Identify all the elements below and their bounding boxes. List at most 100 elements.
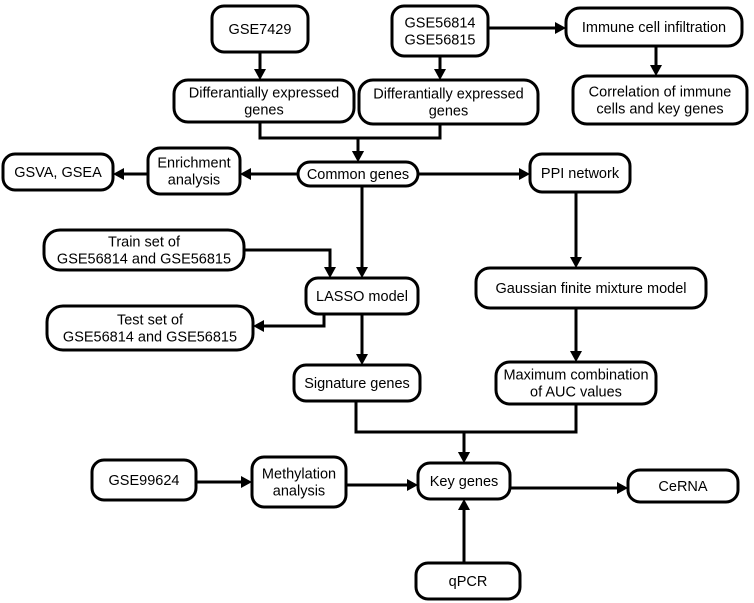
node-label: LASSO model <box>316 289 408 305</box>
node-label: of AUC values <box>530 385 622 401</box>
arrowhead <box>241 476 252 488</box>
edge-line <box>356 124 442 151</box>
node-label: Enrichment <box>157 156 230 172</box>
node-box <box>304 276 420 316</box>
edge-gse56814-56815-to-deg-right <box>434 56 446 80</box>
node-box <box>250 455 348 509</box>
edge-line <box>244 248 332 267</box>
node-key-genes: Key genes <box>416 461 512 501</box>
arrowhead <box>352 151 364 162</box>
node-box <box>90 458 198 502</box>
edge-train-set-to-lasso <box>244 248 336 278</box>
edge-qpcr-to-key-genes <box>458 499 470 563</box>
node-qpcr: qPCR <box>414 561 522 601</box>
node-label: GSE56814 and GSE56815 <box>57 252 231 268</box>
node-label: PPI network <box>541 166 620 182</box>
node-label: Gaussian finite mixture model <box>496 281 687 297</box>
arrowhead <box>356 267 368 278</box>
node-label: GSE7429 <box>229 22 292 38</box>
node-label: GSE56814 <box>405 16 476 32</box>
edge-lasso-to-signature <box>356 314 368 365</box>
node-gaussian: Gaussian finite mixture model <box>474 266 708 310</box>
node-label: Immune cell infiltration <box>582 20 726 36</box>
node-box <box>416 461 512 501</box>
node-label: Train set of <box>108 235 181 251</box>
node-box <box>172 78 356 124</box>
node-label: Test set of <box>117 313 184 329</box>
node-label: genes <box>429 104 469 120</box>
node-box <box>45 304 255 352</box>
node-label: GSVA, GSEA <box>14 165 102 181</box>
edge-enrichment-to-gsva-gsea <box>113 168 148 180</box>
edge-gse56814-56815-to-immune-infiltration <box>488 22 566 34</box>
arrowhead <box>324 267 336 278</box>
node-label: GSE56814 and GSE56815 <box>63 330 237 346</box>
arrowhead <box>570 257 582 268</box>
node-box <box>296 160 420 188</box>
node-gse7429: GSE7429 <box>210 4 310 54</box>
edge-deg-right-to-common-genes <box>352 124 442 162</box>
edge-line <box>462 404 578 452</box>
arrowhead <box>458 499 470 510</box>
edge-line <box>354 401 466 452</box>
arrowhead <box>458 452 470 463</box>
node-immune-infiltration: Immune cell infiltration <box>564 6 744 48</box>
node-box <box>390 4 490 58</box>
edge-common-genes-to-ppi <box>418 168 530 180</box>
node-box <box>146 146 242 196</box>
node-label: Methylation <box>262 467 336 483</box>
edge-ppi-to-gaussian <box>570 192 582 268</box>
node-label: Differantially expressed <box>189 86 339 102</box>
arrowhead <box>650 65 662 76</box>
edge-gaussian-to-max-auc <box>570 308 582 362</box>
node-label: genes <box>244 103 284 119</box>
node-box <box>210 4 310 54</box>
edge-immune-infiltration-to-immune-correlation <box>650 46 662 76</box>
edge-deg-left-to-common-genes <box>258 122 364 162</box>
node-label: analysis <box>168 173 220 189</box>
edge-key-genes-to-cerna <box>510 482 628 494</box>
edge-max-auc-to-key-genes <box>458 404 578 463</box>
node-label: CeRNA <box>658 479 707 495</box>
node-box <box>494 360 658 406</box>
node-label: Maximum combination <box>503 368 648 384</box>
edge-lasso-to-test-set <box>253 314 326 332</box>
node-label: analysis <box>273 484 325 500</box>
node-box <box>1 152 115 192</box>
node-label: Common genes <box>307 167 409 183</box>
node-label: cells and key genes <box>596 102 723 118</box>
edge-gse7429-to-deg-left <box>254 52 266 80</box>
edge-common-genes-to-enrichment <box>240 168 298 180</box>
arrowhead <box>253 320 264 332</box>
node-ppi: PPI network <box>528 152 632 194</box>
node-label: GSE99624 <box>109 473 180 489</box>
node-common-genes: Common genes <box>296 160 420 188</box>
node-gse99624: GSE99624 <box>90 458 198 502</box>
edge-common-genes-to-lasso <box>356 186 368 278</box>
node-label: Differantially expressed <box>373 87 523 103</box>
node-label: GSE56815 <box>405 33 476 49</box>
arrowhead <box>254 69 266 80</box>
node-gsva-gsea: GSVA, GSEA <box>1 152 115 192</box>
edges-layer <box>113 22 662 563</box>
arrowhead <box>407 479 418 491</box>
edge-gse99624-to-methylation <box>196 476 252 488</box>
arrowhead <box>356 354 368 365</box>
arrowhead <box>555 22 566 34</box>
arrowhead <box>434 69 446 80</box>
node-box <box>357 78 540 126</box>
arrowhead <box>240 168 251 180</box>
arrowhead <box>570 351 582 362</box>
edge-methylation-to-key-genes <box>346 479 418 491</box>
node-label: Correlation of immune <box>589 85 732 101</box>
node-box <box>564 6 744 48</box>
node-label: qPCR <box>449 574 488 590</box>
node-lasso: LASSO model <box>304 276 420 316</box>
node-label: Key genes <box>430 474 499 490</box>
